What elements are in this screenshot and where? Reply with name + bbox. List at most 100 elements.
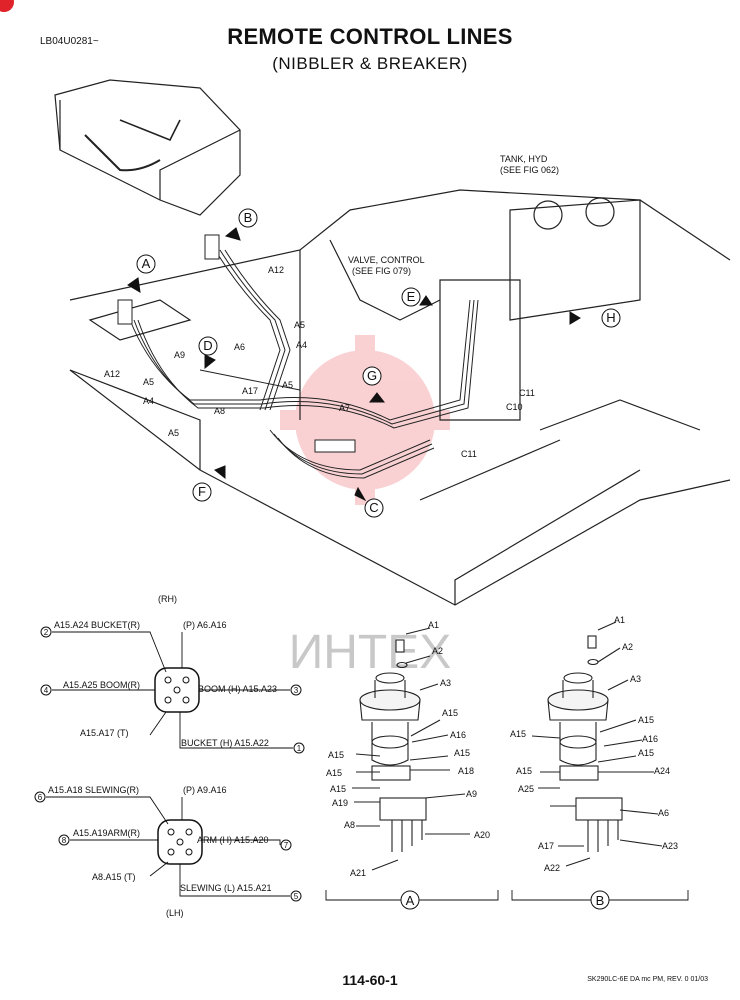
svg-text:E: E <box>407 289 416 304</box>
svg-text:A18: A18 <box>458 766 474 776</box>
svg-text:A2: A2 <box>622 642 633 652</box>
svg-text:A7: A7 <box>339 403 350 413</box>
page-title: REMOTE CONTROL LINES <box>227 24 513 49</box>
svg-text:A3: A3 <box>440 678 451 688</box>
svg-text:C11: C11 <box>461 449 477 459</box>
corner-marker <box>0 0 14 12</box>
machine-inset <box>54 79 241 216</box>
svg-text:G: G <box>367 368 377 383</box>
svg-text:A19: A19 <box>332 798 348 808</box>
callout-b: B <box>238 208 258 228</box>
svg-text:(RH): (RH) <box>158 594 177 604</box>
callout-g: G <box>362 366 382 386</box>
svg-text:A6: A6 <box>658 808 669 818</box>
svg-text:A15: A15 <box>454 748 470 758</box>
svg-text:A5: A5 <box>143 377 154 387</box>
svg-text:A9: A9 <box>174 350 185 360</box>
svg-text:A20: A20 <box>474 830 490 840</box>
svg-text:SLEWING (L) A15.A21: SLEWING (L) A15.A21 <box>180 883 272 893</box>
svg-text:A15: A15 <box>328 750 344 760</box>
svg-text:F: F <box>198 484 206 499</box>
svg-text:A6: A6 <box>234 342 245 352</box>
svg-text:A16: A16 <box>642 734 658 744</box>
callout-f: F <box>192 482 212 502</box>
svg-text:A24: A24 <box>654 766 670 776</box>
footer-reference: SK290LC-6E DA mc PM, REV. 0 01/03 <box>587 976 708 983</box>
callout-e: E <box>401 287 421 307</box>
svg-text:A5: A5 <box>294 320 305 330</box>
svg-text:ARM (H) A15.A20: ARM (H) A15.A20 <box>197 835 269 845</box>
svg-text:A12: A12 <box>268 265 284 275</box>
svg-text:A4: A4 <box>143 396 154 406</box>
svg-text:A9: A9 <box>466 789 477 799</box>
svg-text:A21: A21 <box>350 868 366 878</box>
callout-c: C <box>364 498 384 518</box>
svg-text:(P) A9.A16: (P) A9.A16 <box>183 785 227 795</box>
page-subtitle: (NIBBLER & BREAKER) <box>272 54 468 73</box>
svg-text:B: B <box>244 210 253 225</box>
svg-text:A17: A17 <box>538 841 554 851</box>
svg-text:A15.A19ARM(R): A15.A19ARM(R) <box>73 828 140 838</box>
svg-text:B: B <box>596 893 605 908</box>
svg-text:A15: A15 <box>638 715 654 725</box>
callout-arrows <box>127 227 581 502</box>
svg-text:8: 8 <box>62 836 67 845</box>
valve-note-line2: (SEE FIG 079) <box>352 266 411 276</box>
callout-a: A <box>136 254 156 274</box>
svg-text:A15: A15 <box>510 729 526 739</box>
machine-frame <box>69 189 731 606</box>
svg-text:A4: A4 <box>296 340 307 350</box>
svg-text:A15.A17 (T): A15.A17 (T) <box>80 728 129 738</box>
svg-text:A15: A15 <box>326 768 342 778</box>
svg-text:A15.A24 BUCKET(R): A15.A24 BUCKET(R) <box>54 620 140 630</box>
svg-text:5: 5 <box>294 892 299 901</box>
detail-a: A1 A2 A3 A15 A16 A15 A15 A18 A15 A15 A19… <box>325 620 499 910</box>
svg-text:A1: A1 <box>428 620 439 630</box>
svg-text:C11: C11 <box>519 388 535 398</box>
svg-text:7: 7 <box>284 841 289 850</box>
schematic-rh: (RH) 2 4 3 1 A15.A24 BUCKET(R) (P) A6.A1… <box>40 594 305 754</box>
svg-text:A8: A8 <box>214 406 225 416</box>
hose-bundle <box>117 234 479 479</box>
svg-text:BUCKET (H) A15.A22: BUCKET (H) A15.A22 <box>181 738 269 748</box>
svg-text:4: 4 <box>44 686 49 695</box>
callout-d: D <box>198 336 218 356</box>
svg-text:A3: A3 <box>630 674 641 684</box>
svg-text:A: A <box>142 256 151 271</box>
svg-text:6: 6 <box>38 793 43 802</box>
svg-text:A5: A5 <box>168 428 179 438</box>
svg-text:A15: A15 <box>516 766 532 776</box>
svg-text:A17: A17 <box>242 386 258 396</box>
svg-text:A15: A15 <box>442 708 458 718</box>
svg-text:A15: A15 <box>638 748 654 758</box>
svg-text:A16: A16 <box>450 730 466 740</box>
page-number: 114-60-1 <box>342 972 398 988</box>
svg-text:A12: A12 <box>104 369 120 379</box>
svg-text:A2: A2 <box>432 646 443 656</box>
watermark-text: ИНТЕХ <box>289 626 452 679</box>
svg-text:A15.A18 SLEWING(R): A15.A18 SLEWING(R) <box>48 785 139 795</box>
svg-text:BOOM (H) A15.A23: BOOM (H) A15.A23 <box>198 684 277 694</box>
svg-text:A23: A23 <box>662 841 678 851</box>
valve-note-line1: VALVE, CONTROL <box>348 255 425 265</box>
svg-text:H: H <box>606 310 615 325</box>
svg-text:A15: A15 <box>330 784 346 794</box>
svg-text:A22: A22 <box>544 863 560 873</box>
svg-text:1: 1 <box>297 744 302 753</box>
main-part-labels: A12 A5 A4 A6 A9 A12 A5 A4 A5 A8 A17 A5 A… <box>104 265 535 459</box>
svg-text:C10: C10 <box>506 402 523 412</box>
document-code: LB04U0281~ <box>40 36 99 47</box>
svg-text:A8.A15 (T): A8.A15 (T) <box>92 872 136 882</box>
svg-text:A5: A5 <box>282 380 293 390</box>
detail-b: A1 A2 A3 A15 A16 A15 A15 A24 A15 A25 A6 … <box>510 615 689 910</box>
svg-text:2: 2 <box>44 628 49 637</box>
svg-text:A1: A1 <box>614 615 625 625</box>
svg-text:A15.A25 BOOM(R): A15.A25 BOOM(R) <box>63 680 140 690</box>
callout-h: H <box>601 308 621 328</box>
svg-text:A25: A25 <box>518 784 534 794</box>
svg-text:(LH): (LH) <box>166 908 184 918</box>
svg-text:A: A <box>406 893 415 908</box>
svg-text:D: D <box>203 338 212 353</box>
svg-text:C: C <box>369 500 378 515</box>
